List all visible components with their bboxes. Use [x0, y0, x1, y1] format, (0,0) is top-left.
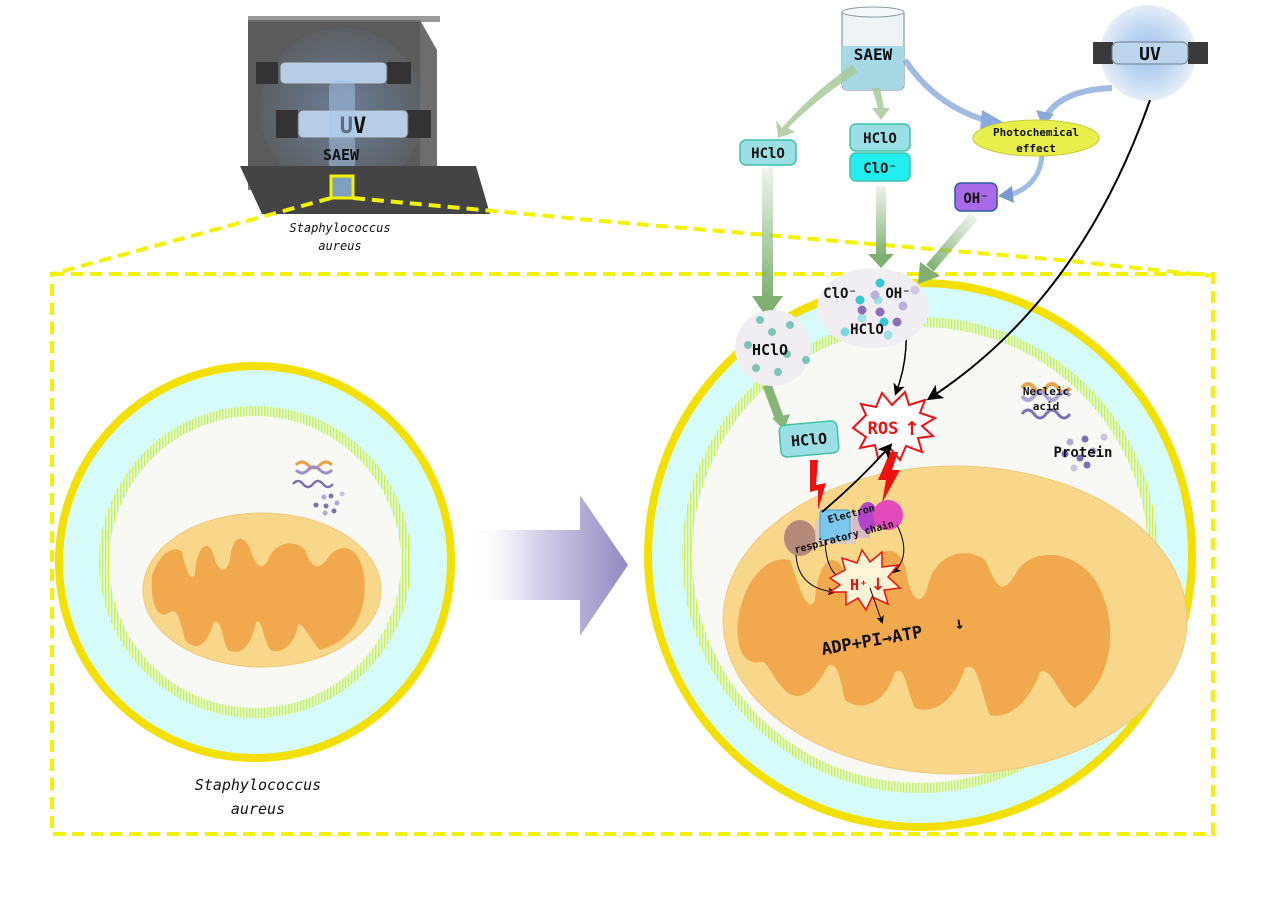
left-protein-dots [313, 491, 345, 516]
uv-lamp-label: UV [1139, 44, 1161, 65]
oh-down-arrow-shaft [926, 212, 978, 272]
proton-label: H⁺ [850, 576, 868, 594]
nucleic-acid-icon: Necleic acid [1020, 382, 1072, 420]
ros-label: ROS [868, 419, 899, 439]
photochemical-effect: Photochemical effect [972, 119, 1100, 157]
svg-text:acid: acid [1033, 400, 1060, 413]
uv-chamber-apparatus: UV SAEW Staphylococcus aureus [240, 16, 490, 253]
zoom-line-left [51, 196, 332, 276]
saew-beaker: SAEW [841, 6, 905, 91]
clo-down-arrow-shaft [876, 186, 886, 256]
zoom-line-right [352, 196, 1214, 278]
photochem-to-oh-arrow [1009, 154, 1045, 198]
svg-text:Protein: Protein [1053, 445, 1112, 461]
svg-text:Necleic: Necleic [1023, 385, 1069, 398]
apparatus-sample-label-2: aureus [318, 239, 361, 253]
svg-text:HClO: HClO [752, 341, 788, 359]
lightning-bolt-left [810, 460, 826, 510]
lightning-bolt-right [878, 452, 900, 503]
left-dna-icon [292, 460, 334, 489]
apparatus-sample-label-1: Staphylococcus [289, 221, 390, 235]
upper-lamp-cap-right [387, 62, 411, 84]
proton-to-atp-arrow [869, 587, 884, 624]
chamber-base [240, 166, 490, 214]
zoom-outline [50, 196, 1215, 836]
uv-photochem-arrowhead [1036, 110, 1054, 128]
svg-text:HClO: HClO [850, 322, 884, 338]
lower-lamp-cap-left [276, 110, 298, 138]
etc-to-proton-arrow-3 [892, 524, 905, 574]
photochem-oh-arrowhead [998, 186, 1014, 203]
atp-trend-icon: ↓ [952, 613, 966, 634]
proton-trend-icon: ↓ [871, 575, 885, 595]
saew-to-photochem-arrow [902, 58, 986, 123]
cluster-to-hclo-arrow [762, 383, 785, 422]
oh-box: OH⁻ [954, 182, 998, 212]
svg-text:ClO⁻: ClO⁻ [823, 286, 857, 302]
uv-to-photochem-arrow [1042, 85, 1113, 120]
svg-text:OH⁻: OH⁻ [963, 191, 988, 207]
svg-text:HClO: HClO [751, 146, 785, 162]
hclo-box-cell: HClO [778, 420, 840, 458]
etc-to-proton-arrow-1 [795, 554, 836, 596]
ros-trend-icon: ↑ [904, 418, 920, 440]
oh-down-arrowhead [918, 262, 940, 284]
etc-to-ros-arrow [821, 443, 893, 513]
svg-text:ClO⁻: ClO⁻ [863, 161, 897, 177]
svg-text:HClO: HClO [790, 429, 828, 450]
upper-lamp-cap-left [256, 62, 278, 84]
hclo-down-arrow-shaft [762, 168, 773, 298]
hclo-box-left: HClO [739, 139, 797, 166]
lower-lamp-cap-right [407, 110, 431, 138]
transition-arrow [470, 495, 628, 636]
left-cell-label-1: Staphylococcus [195, 776, 321, 794]
apparatus-saew-label: SAEW [323, 146, 360, 164]
upper-lamp-tube [279, 61, 388, 85]
protein-icon: Protein [1053, 433, 1113, 472]
left-mitochondrion-inner [151, 538, 365, 652]
hclo-cluster-left: HClO [735, 310, 811, 386]
left-cell: Staphylococcus aureus [55, 362, 455, 818]
uv-lamp-source: UV [1093, 5, 1208, 101]
svg-text:OH⁻: OH⁻ [885, 286, 910, 302]
svg-text:HClO: HClO [863, 131, 897, 147]
zoom-frame [50, 272, 1215, 836]
svg-text:effect: effect [1016, 142, 1056, 155]
right-cell [644, 279, 1196, 831]
saew-photochem-arrowhead [980, 110, 1003, 130]
ros-burst: ROS ↑ [851, 390, 938, 462]
hclo-box-mid: HClO [849, 123, 911, 152]
sample-highlight-box [329, 174, 355, 200]
hclo-down-arrowhead [752, 296, 783, 318]
beaker-label: SAEW [854, 45, 893, 64]
svg-text:Photochemical: Photochemical [993, 126, 1079, 139]
hclo-clo-oh-cluster: ClO⁻ OH⁻ HClO [817, 268, 929, 348]
left-cell-label-2: aureus [231, 800, 285, 818]
proton-burst: H⁺ ↓ [827, 548, 902, 612]
clo-box-mid: ClO⁻ [849, 152, 911, 182]
clo-down-arrowhead [868, 254, 894, 268]
uv-to-ros-arrow [926, 99, 1151, 401]
saew-to-hclo-arrows [776, 65, 890, 138]
